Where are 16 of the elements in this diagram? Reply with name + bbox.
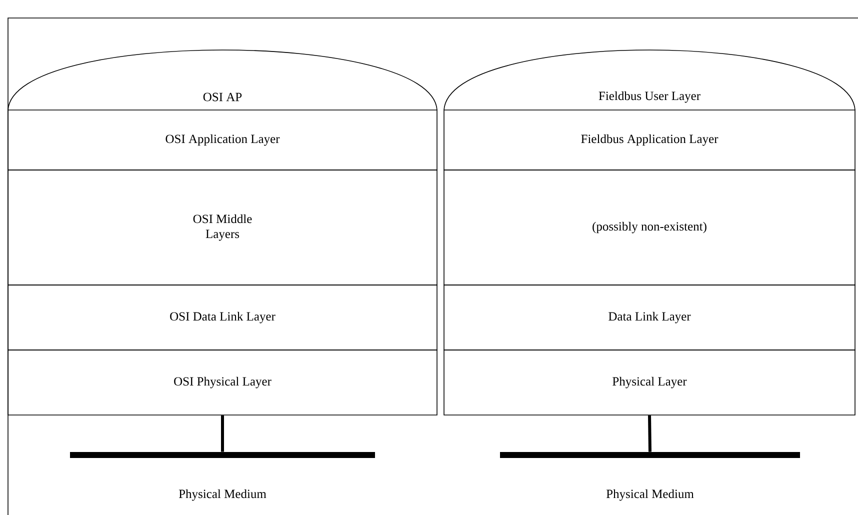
- stem-line: [221, 415, 224, 452]
- dome-box: OSI AP: [8, 50, 438, 110]
- node-label: Physical Medium: [178, 489, 266, 501]
- node-label: Physical Medium: [606, 489, 694, 501]
- layer-box: OSI Physical Layer: [8, 350, 438, 416]
- medium-bar: Physical Medium: [70, 452, 375, 501]
- layer-box: Data Link Layer: [444, 284, 856, 350]
- layer-box: Physical Layer: [444, 350, 856, 416]
- layer-box: OSI Application Layer: [8, 110, 438, 170]
- layer-box: (possibly non-existent): [444, 170, 856, 286]
- layer-box: OSI Data Link Layer: [8, 284, 438, 350]
- medium-bar: Physical Medium: [500, 452, 800, 501]
- layer-box: Fieldbus Application Layer: [444, 110, 856, 170]
- layer-box: OSI Middle Layers: [8, 170, 438, 286]
- stem-line: [648, 415, 652, 452]
- dome-box: Fieldbus User Layer: [444, 50, 856, 110]
